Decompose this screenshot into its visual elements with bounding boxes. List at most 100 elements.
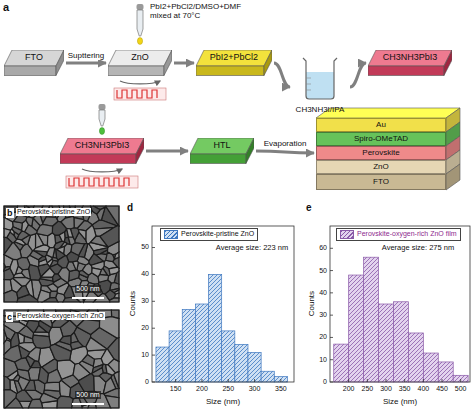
- tick-mark: [201, 379, 202, 382]
- tick-mark: [330, 270, 333, 271]
- axis-tick-label: 200: [343, 385, 355, 393]
- axis-tick-label: 0: [323, 378, 327, 386]
- layer-box: Au: [316, 118, 446, 132]
- histogram: [152, 226, 294, 382]
- axis-tick-label: 40: [319, 289, 327, 297]
- panel-letter: c: [6, 312, 13, 322]
- node-text: Spiro-OMeTAD: [354, 135, 408, 144]
- histogram-bar: [209, 274, 222, 382]
- axis-tick-label: 40: [141, 270, 149, 278]
- process-arrow: [174, 62, 194, 65]
- histogram-bar: [274, 377, 287, 382]
- node-text: FTO: [373, 178, 389, 187]
- histogram: [330, 226, 470, 382]
- axis-title: Size (nm): [206, 397, 240, 406]
- tick-mark: [280, 379, 281, 382]
- histogram-bar: [169, 331, 182, 382]
- scale-label: 500 nm: [75, 391, 100, 399]
- tick-mark: [330, 248, 333, 249]
- process-arrow: [350, 63, 366, 87]
- pipette: [137, 4, 144, 44]
- layer-box: FTO: [316, 174, 446, 190]
- node-label-area: CH3NH3PbI3: [60, 138, 144, 154]
- legend-swatch: [164, 230, 178, 239]
- node-text: FTO: [25, 53, 43, 63]
- axis-tick-label: 50: [319, 267, 327, 275]
- axis-tick-label: 300: [249, 385, 261, 393]
- node-label-area: CH3NH3I/IPA: [292, 103, 348, 117]
- node-label-area: PbI2+PbCl2: [196, 50, 272, 66]
- panel-letter: a: [3, 1, 9, 14]
- substrate-slab: CH3NH3PbI3: [60, 138, 144, 164]
- tick-mark: [152, 355, 155, 356]
- node-label-area: HTL: [190, 138, 254, 154]
- histogram-bar: [379, 304, 394, 382]
- axis-tick-label: 500: [455, 385, 467, 393]
- axis-title: Size (nm): [383, 397, 417, 406]
- spin-arrow: [120, 81, 160, 84]
- tick-mark: [348, 379, 349, 382]
- legend-text: Perovskite-pristine ZnO: [181, 230, 254, 237]
- tick-mark: [228, 379, 229, 382]
- node-text: PbI2+PbCl2: [210, 53, 258, 63]
- legend-box: Perovskite-oxygen-rich ZnO film: [336, 228, 461, 241]
- histogram-bar: [423, 353, 438, 382]
- node-label-area: FTO: [317, 175, 445, 189]
- process-arrow: [66, 62, 106, 65]
- substrate-slab: HTL: [190, 138, 254, 164]
- edge-label: Evaporation: [263, 139, 308, 148]
- layer-box: ZnO: [316, 160, 446, 174]
- axis-tick-label: 10: [319, 356, 327, 364]
- tick-mark: [152, 328, 155, 329]
- legend-box: Perovskite-pristine ZnO: [160, 228, 258, 241]
- histogram-bar: [195, 304, 208, 382]
- node-text: Perovskite: [362, 149, 399, 158]
- tick-mark: [152, 301, 155, 302]
- sem-image: [4, 206, 119, 302]
- tick-mark: [442, 379, 443, 382]
- axis-tick-label: 30: [141, 297, 149, 305]
- axis-tick-label: 400: [417, 385, 429, 393]
- histogram-bar: [453, 375, 468, 382]
- panel-letter: b: [6, 208, 14, 218]
- substrate-slab: ZnO: [108, 50, 172, 76]
- node-label-area: ZnO: [317, 161, 445, 173]
- node-text: HTL: [213, 141, 230, 151]
- image-title: Perovskite-oxygen-rich ZnO: [16, 312, 105, 320]
- beaker-shape: [292, 56, 348, 101]
- tick-mark: [330, 359, 333, 360]
- tick-mark: [152, 247, 155, 248]
- axis-tick-label: 250: [222, 385, 234, 393]
- scale-label: 500 nm: [75, 285, 100, 293]
- histogram-bar: [393, 302, 408, 382]
- histogram-bar: [182, 309, 195, 382]
- legend-swatch: [340, 230, 354, 239]
- axis-tick-label: 0: [145, 378, 149, 386]
- node-text: ZnO: [373, 163, 389, 172]
- substrate-slab: FTO: [4, 50, 64, 76]
- device-stack-sides: [316, 108, 460, 190]
- substrate-slab: PbI2+PbCl2: [196, 50, 272, 76]
- histogram-bar: [156, 347, 169, 382]
- node-label-area: Au: [317, 119, 445, 131]
- panel-letter: d: [127, 202, 133, 214]
- tick-mark: [330, 315, 333, 316]
- histogram-bar: [248, 352, 261, 382]
- sem-image: [4, 310, 119, 408]
- histogram-bar: [349, 275, 364, 382]
- tick-mark: [367, 379, 368, 382]
- axis-tick-label: 20: [319, 333, 327, 341]
- node-label-area: Spiro-OMeTAD: [317, 133, 445, 145]
- tick-mark: [254, 379, 255, 382]
- histogram-bar: [222, 331, 235, 382]
- tick-mark: [330, 337, 333, 338]
- axis-tick-label: 350: [275, 385, 287, 393]
- edge-label: Supttering: [67, 51, 105, 60]
- axis-title: Counts: [307, 291, 316, 316]
- substrate-slab: CH3NH3PbI3: [368, 50, 452, 76]
- heater-coil: [66, 176, 138, 188]
- solution-note: PbI2+PbCl2/DMSO+DMF mixed at 70°C: [150, 2, 250, 20]
- panel-letter: e: [306, 202, 312, 214]
- axis-tick-label: 150: [170, 385, 182, 393]
- beaker-node: CH3NH3I/IPA: [292, 56, 348, 118]
